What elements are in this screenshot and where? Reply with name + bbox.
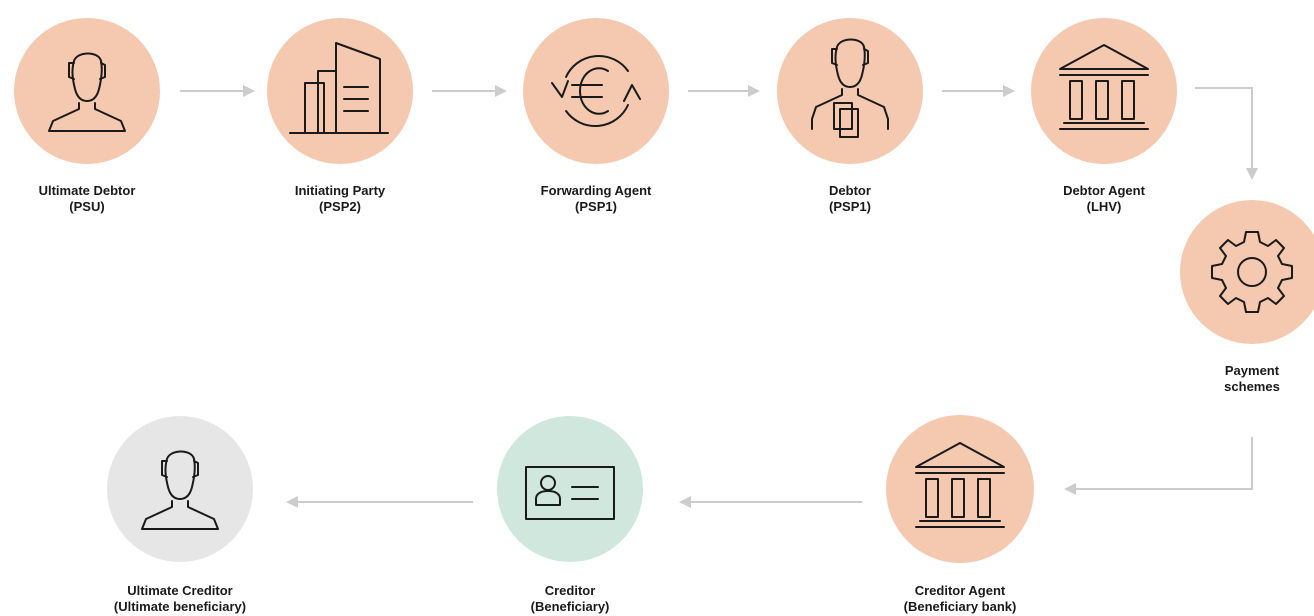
node-label-line1: Debtor Agent — [1063, 183, 1146, 198]
node-ultimate-debtor: Ultimate Debtor (PSU) — [14, 18, 160, 214]
node-label-line2: (PSP2) — [319, 199, 361, 214]
node-circle — [497, 416, 643, 562]
node-forwarding-agent: Forwarding Agent (PSP1) — [523, 18, 669, 214]
node-circle — [1180, 200, 1314, 344]
node-label-line1: Creditor — [545, 583, 596, 598]
arrow-initiating-party-to-forwarding-agent — [432, 85, 507, 97]
arrow-forwarding-agent-to-debtor — [688, 85, 760, 97]
node-creditor-agent: Creditor Agent (Beneficiary bank) — [886, 415, 1034, 614]
node-label-line2: (Ultimate beneficiary) — [114, 599, 246, 614]
node-creditor: Creditor (Beneficiary) — [497, 416, 643, 614]
euro-exchange-icon — [551, 54, 641, 128]
bank-icon — [915, 442, 1005, 528]
node-label-line2: (Beneficiary) — [531, 599, 610, 614]
node-ultimate-creditor: Ultimate Creditor (Ultimate beneficiary) — [107, 416, 253, 614]
node-label-line1: Ultimate Debtor — [39, 183, 136, 198]
node-circle — [886, 415, 1034, 563]
node-debtor-agent: Debtor Agent (LHV) — [1031, 18, 1177, 214]
arrow-ultimate-debtor-to-initiating-party — [180, 85, 255, 97]
node-circle — [1031, 18, 1177, 164]
node-circle — [523, 18, 669, 164]
node-label-line1: Payment — [1225, 363, 1280, 378]
id-card-icon — [525, 466, 615, 520]
node-circle — [14, 18, 160, 164]
arrow-creditor-agent-to-creditor — [679, 496, 862, 508]
node-debtor: Debtor (PSP1) — [777, 18, 923, 214]
bank-icon — [1059, 44, 1149, 130]
node-label-line2: (Beneficiary bank) — [904, 599, 1017, 614]
node-label-line2: schemes — [1224, 379, 1280, 394]
node-initiating-party: Initiating Party (PSP2) — [267, 18, 413, 214]
building-icon — [289, 42, 389, 134]
connectors — [180, 85, 1258, 508]
node-circle — [777, 18, 923, 164]
node-label-line1: Ultimate Creditor — [127, 583, 232, 598]
person-icon — [141, 450, 219, 530]
node-label-line2: (LHV) — [1087, 199, 1122, 214]
node-label-line1: Initiating Party — [295, 183, 386, 198]
node-label-line2: (PSU) — [69, 199, 104, 214]
node-label-line1: Creditor Agent — [915, 583, 1006, 598]
node-label-line1: Forwarding Agent — [541, 183, 652, 198]
node-payment-schemes: Payment schemes — [1180, 200, 1314, 394]
node-label-line1: Debtor — [829, 183, 871, 198]
gear-icon — [1211, 231, 1293, 313]
person-documents-icon — [811, 38, 889, 138]
node-circle — [107, 416, 253, 562]
person-icon — [48, 52, 126, 132]
arrow-creditor-to-ultimate-creditor — [286, 496, 473, 508]
node-circle — [267, 18, 413, 164]
arrow-debtor-to-debtor-agent — [942, 85, 1015, 97]
node-label-line2: (PSP1) — [829, 199, 871, 214]
node-label-line2: (PSP1) — [575, 199, 617, 214]
arrow-payment-schemes-to-creditor-agent — [1064, 437, 1253, 495]
arrow-debtor-agent-to-payment-schemes — [1195, 87, 1258, 180]
